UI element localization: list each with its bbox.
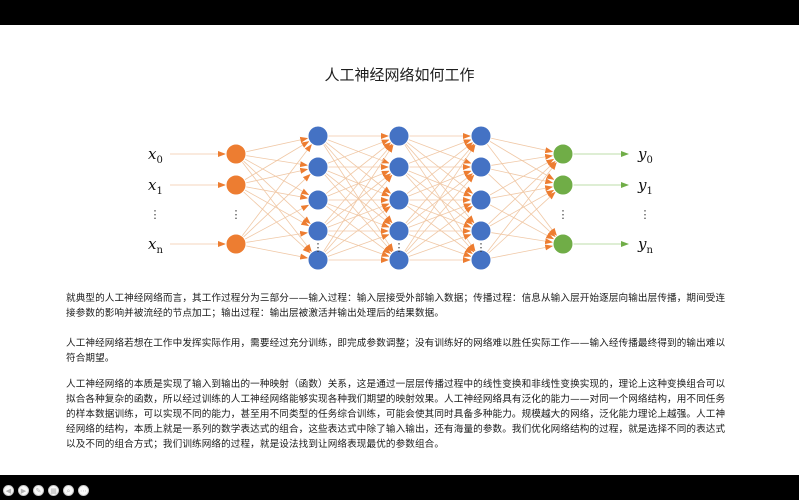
- connection-line: [325, 141, 392, 194]
- output-node: [552, 143, 574, 165]
- input-node: [225, 233, 247, 255]
- paragraph-essence: 人工神经网络的本质是实现了输入到输出的一种映射（函数）关系，这是通过一层层传播过…: [66, 379, 726, 450]
- output-label-dots: ⋮: [640, 208, 651, 221]
- connection-line: [406, 142, 474, 195]
- pen-icon[interactable]: ✎: [33, 484, 44, 496]
- connection-line: [244, 189, 310, 227]
- hidden-node: [470, 220, 492, 242]
- output-label: yn: [637, 235, 653, 256]
- connection-line: [488, 173, 556, 238]
- labels-layer: ⋮ ⋮ ⋮ ⋮ ⋮ ⋮ ⋮ x0 x1 xn y0 y1 yn: [148, 145, 653, 256]
- connection-line: [486, 161, 557, 253]
- connection-line: [408, 234, 472, 258]
- connection-line: [244, 141, 310, 181]
- connection-line: [404, 144, 476, 252]
- connection-line: [488, 160, 556, 225]
- slide-title: 人工神经网络如何工作: [324, 66, 475, 84]
- input-label-dots: ⋮: [150, 208, 161, 221]
- connection-line: [490, 153, 554, 166]
- connection-line: [245, 186, 309, 200]
- hidden-vertical-dots: ⋮: [394, 241, 405, 254]
- connection-line: [325, 142, 392, 195]
- hidden-vertical-dots: ⋮: [476, 241, 487, 254]
- connection-line: [241, 143, 312, 237]
- hidden-node: [307, 156, 329, 178]
- connection-line: [405, 174, 475, 253]
- nodes-layer: [225, 125, 574, 271]
- connection-line: [406, 205, 473, 255]
- hidden-node: [388, 220, 410, 242]
- connection-line: [408, 203, 472, 228]
- connection-line: [323, 144, 394, 252]
- connection-line: [408, 139, 472, 164]
- hidden-node: [307, 220, 329, 242]
- hidden-node: [470, 249, 492, 271]
- output-vertical-dots: ⋮: [558, 208, 569, 221]
- input-label: x1: [148, 176, 163, 197]
- connection-line: [243, 173, 311, 238]
- hidden-node: [470, 189, 492, 211]
- connection-line: [490, 168, 554, 185]
- connection-line: [245, 136, 309, 153]
- connection-line: [489, 189, 555, 227]
- previous-icon[interactable]: ◀: [3, 484, 14, 496]
- slides-icon[interactable]: ▦: [48, 484, 59, 496]
- connection-line: [325, 205, 391, 255]
- hidden-node: [388, 125, 410, 147]
- connection-line: [241, 161, 312, 253]
- connection-line: [488, 191, 556, 254]
- more-icon[interactable]: ⋯: [78, 484, 89, 496]
- connection-line: [327, 139, 390, 164]
- input-vertical-dots: ⋮: [231, 208, 242, 221]
- slideshow-controls: ◀ ▶ ✎ ▦ ⌕ ⋯: [3, 483, 89, 497]
- hidden-node: [470, 156, 492, 178]
- connection-line: [245, 245, 309, 260]
- connection-line: [327, 203, 390, 228]
- connection-line: [406, 141, 474, 194]
- output-label: y1: [637, 176, 653, 197]
- neural-network-diagram: ⋮ ⋮ ⋮ ⋮ ⋮ ⋮ ⋮ x0 x1 xn y0 y1 yn: [148, 125, 653, 271]
- paragraph-training: 人工神经网络若想在工作中发挥实际作用，需要经过充分训练，即完成参数调整；没有训练…: [66, 338, 726, 364]
- input-label: x0: [148, 145, 163, 166]
- paragraph-process: 就典型的人工神经网络而言，其工作过程分为三部分——输入过程：输入层接受外部输入数…: [66, 293, 726, 319]
- next-icon[interactable]: ▶: [18, 484, 29, 496]
- hidden-node: [388, 249, 410, 271]
- connection-line: [324, 143, 393, 224]
- hidden-node: [388, 189, 410, 211]
- connection-line: [405, 143, 475, 224]
- input-label: xn: [148, 235, 163, 256]
- connection-line: [490, 232, 554, 245]
- connection-line: [324, 174, 393, 253]
- connection-line: [490, 137, 554, 154]
- connection-line: [324, 174, 393, 253]
- connection-line: [244, 204, 310, 240]
- connection-line: [489, 158, 555, 196]
- connection-line: [490, 244, 554, 259]
- connection-line: [327, 234, 390, 258]
- output-label: y0: [637, 145, 653, 166]
- connection-line: [245, 167, 309, 184]
- output-node: [552, 233, 574, 255]
- hidden-node: [307, 125, 329, 147]
- output-node: [552, 174, 574, 196]
- input-node: [225, 143, 247, 165]
- connection-line: [244, 158, 310, 196]
- hidden-node: [470, 125, 492, 147]
- connection-line: [486, 143, 557, 237]
- connection-line: [245, 230, 309, 243]
- hidden-node: [307, 249, 329, 271]
- input-node: [225, 174, 247, 196]
- connection-line: [405, 174, 475, 253]
- hidden-node: [388, 156, 410, 178]
- hidden-vertical-dots: ⋮: [313, 241, 324, 254]
- slide: 人工神经网络如何工作 ⋮ ⋮ ⋮ ⋮ ⋮ ⋮ ⋮ x0 x1 xn y0 y1 yn 就典型的人工神经网…: [0, 25, 799, 496]
- hidden-node: [307, 189, 329, 211]
- connection-line: [406, 205, 473, 255]
- zoom-icon[interactable]: ⌕: [63, 484, 74, 496]
- connection-line: [489, 204, 555, 240]
- connections-layer: [170, 133, 629, 263]
- connection-line: [325, 205, 391, 255]
